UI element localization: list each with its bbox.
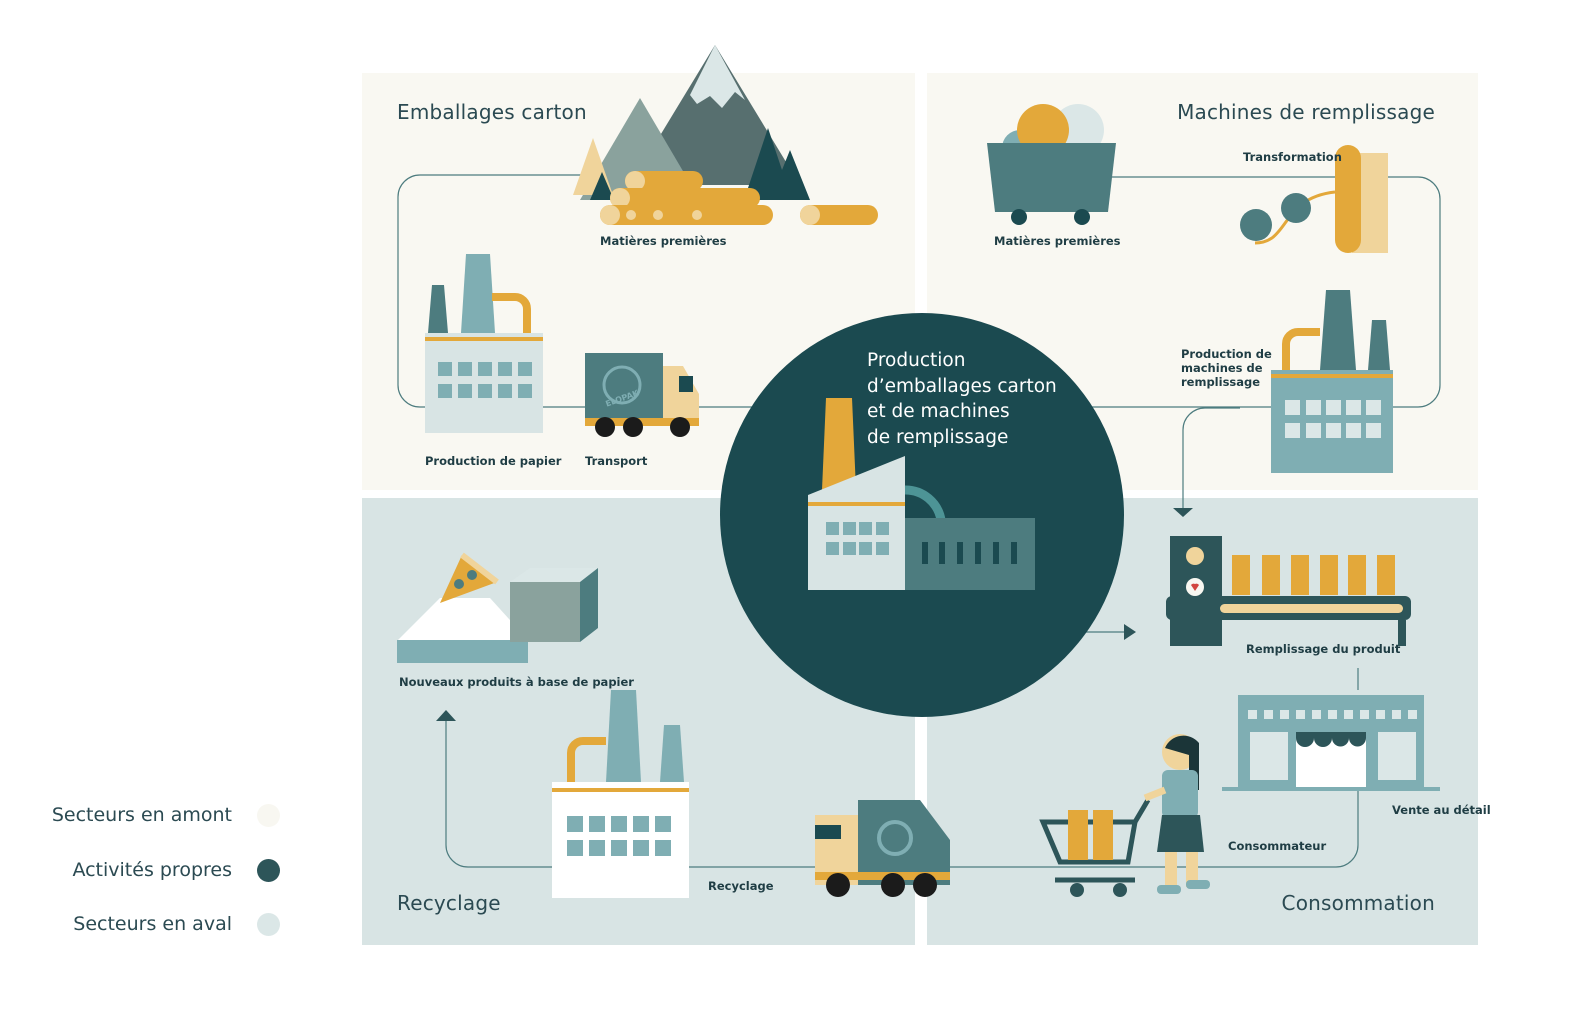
legend-swatch xyxy=(257,804,280,827)
new-paper-products-icon xyxy=(397,552,598,663)
center-title-line: et de machines xyxy=(867,401,1010,422)
center-factory-icon xyxy=(808,398,1035,590)
consumer-icon xyxy=(1039,734,1210,897)
label-recycling: Recyclage xyxy=(708,879,774,893)
logs-icon xyxy=(600,171,878,225)
legend-label: Secteurs en aval xyxy=(73,913,232,935)
paper-factory-icon xyxy=(425,254,543,433)
legend-label: Activités propres xyxy=(72,859,232,881)
arrow-up-icon xyxy=(436,710,456,721)
label-transport: Transport xyxy=(585,454,648,468)
legend-item-own-activities: Activités propres xyxy=(40,855,280,885)
quadrant-title-recycling: Recyclage xyxy=(397,891,501,915)
trees-icon xyxy=(573,128,810,200)
label-raw-materials-right: Matières premières xyxy=(994,234,1121,248)
label-transformation: Transformation xyxy=(1243,150,1342,164)
arrow-right-icon xyxy=(1124,624,1136,640)
legend-item-upstream: Secteurs en amont xyxy=(40,800,280,830)
label-new-paper-products: Nouveaux produits à base de papier xyxy=(399,675,634,689)
recycle-icon xyxy=(877,820,913,856)
label-product-filling: Remplissage du produit xyxy=(1246,642,1401,656)
label-machine-production: Production de machines de remplissage xyxy=(1181,347,1272,389)
center-title-line: d’emballages carton xyxy=(867,375,1057,397)
label-paper-production: Production de papier xyxy=(425,454,562,468)
transformation-roll-icon xyxy=(1240,145,1388,253)
machine-factory-icon xyxy=(1271,290,1393,473)
legend-label: Secteurs en amont xyxy=(51,804,232,826)
label-machine-production-line: Production de xyxy=(1181,347,1272,361)
label-raw-materials-left: Matières premières xyxy=(600,234,727,248)
recycling-factory-icon xyxy=(552,690,689,898)
label-retail: Vente au détail xyxy=(1392,803,1491,817)
arrow-down-icon xyxy=(1173,508,1193,517)
label-machine-production-line: machines de xyxy=(1181,361,1263,375)
quadrant-title-packaging: Emballages carton xyxy=(397,100,587,124)
flow-lines xyxy=(397,174,1441,868)
center-title-line: de remplissage xyxy=(867,426,1009,448)
label-machine-production-line: remplissage xyxy=(1181,375,1261,389)
quadrant-title-machines: Machines de remplissage xyxy=(1177,100,1435,124)
retail-shop-icon xyxy=(1222,695,1440,791)
transport-truck-icon xyxy=(585,353,699,437)
center-title-line: Production xyxy=(867,350,966,371)
legend-swatch xyxy=(257,913,280,936)
center-circle xyxy=(720,313,1124,717)
legend-item-downstream: Secteurs en aval xyxy=(40,909,280,939)
minecart-icon xyxy=(987,104,1116,225)
label-consumer: Consommateur xyxy=(1228,839,1327,853)
legend-swatch xyxy=(257,859,280,882)
recycling-truck-icon xyxy=(815,800,950,897)
filling-machine-icon xyxy=(1166,536,1411,646)
quadrant-title-consumption: Consommation xyxy=(1281,891,1435,915)
center-title: Production d’emballages carton et de mac… xyxy=(867,348,1077,450)
